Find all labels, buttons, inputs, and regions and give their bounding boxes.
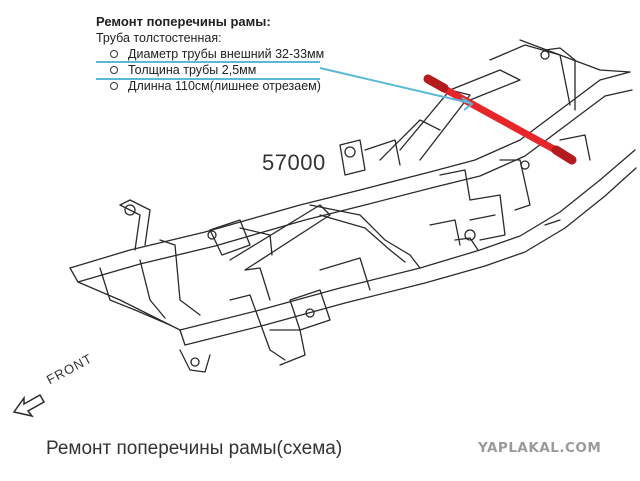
- image-caption: Ремонт поперечины рамы(схема): [46, 438, 343, 459]
- note-item: Длинна 110см(лишнее отрезаем): [96, 78, 324, 94]
- left-side-rail: [69, 71, 631, 269]
- watermark: YAPLAKAL.COM: [478, 440, 602, 456]
- part-number: 57000: [262, 150, 326, 175]
- highlighted-tube: [423, 74, 577, 165]
- middle-crossmember: [229, 204, 331, 271]
- note-subtitle: Труба толстостенная:: [96, 31, 222, 45]
- bullet-icon: [110, 50, 118, 58]
- note-title: Ремонт поперечины рамы:: [96, 14, 271, 29]
- tube-spec-note: Ремонт поперечины рамы: Труба толстостен…: [96, 14, 324, 94]
- front-crossmember: [69, 267, 186, 346]
- front-arrow-icon: [12, 393, 46, 418]
- leader-line: [319, 67, 471, 104]
- note-list: Диаметр трубы внешний 32-33мм Толщина тр…: [96, 46, 324, 94]
- rear-crossmember-1: [399, 89, 471, 161]
- right-side-rail: [179, 149, 636, 331]
- note-item: Диаметр трубы внешний 32-33мм: [96, 46, 324, 62]
- bullet-icon: [110, 82, 118, 90]
- note-item: Толщина трубы 2,5мм: [96, 62, 324, 78]
- bullet-icon: [110, 66, 118, 74]
